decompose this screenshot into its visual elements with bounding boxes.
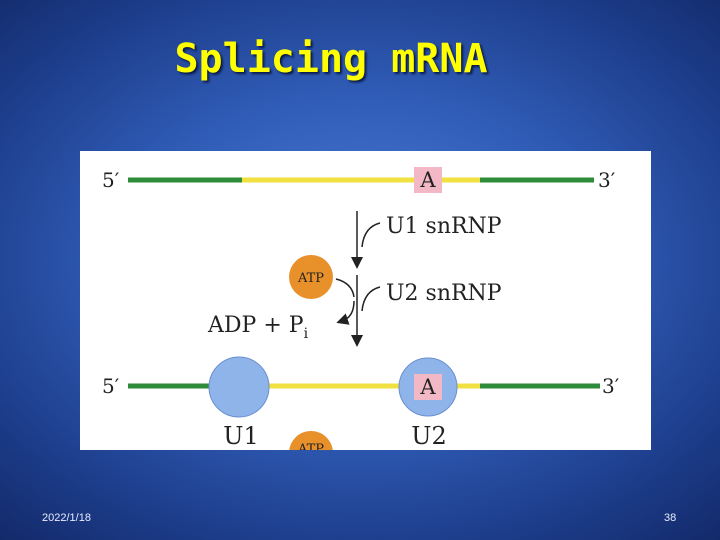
u2-snrnp-label: U2 snRNP [386, 281, 502, 306]
u1-snrnp-circle [208, 356, 270, 418]
slide-page-number: 38 [664, 512, 677, 524]
top-strand: A 5′ 3′ [102, 167, 616, 193]
atp-partial-label: ATP [297, 442, 324, 450]
bottom-strand: A 5′ 3′ U1 U2 ATP [102, 356, 620, 450]
adp-pi-label: ADP + Pi [207, 313, 309, 342]
bottom-three-prime: 3′ [602, 374, 620, 398]
top-five-prime: 5′ [102, 168, 120, 192]
atp-in-curve [335, 278, 355, 298]
bottom-five-prime: 5′ [102, 374, 120, 398]
u1-snrnp-label: U1 snRNP [386, 214, 502, 239]
bottom-branch-site-a: A [419, 375, 436, 399]
u1-binding-curve [361, 222, 381, 248]
pi-subscript: i [304, 326, 309, 342]
top-branch-box [414, 167, 442, 193]
bottom-branch-box [414, 374, 442, 400]
step-u1: U1 snRNP [351, 211, 502, 269]
splicing-diagram: A 5′ 3′ U1 snRNP ATP U2 snRNP ADP + Pi [80, 151, 651, 450]
adp-out-curve [336, 300, 355, 325]
slide-title: Splicing mRNA [174, 36, 488, 82]
splicing-diagram-svg: A 5′ 3′ U1 snRNP ATP U2 snRNP ADP + Pi [102, 167, 620, 450]
adp-pi-text: ADP + P [207, 313, 304, 338]
slide-date: 2022/1/18 [42, 512, 91, 524]
top-three-prime: 3′ [598, 168, 616, 192]
u2-label: U2 [411, 422, 447, 450]
u1-label: U1 [223, 422, 259, 450]
atp-label: ATP [297, 271, 324, 286]
atp-circle-partial [289, 431, 333, 450]
atp-circle [289, 255, 333, 299]
top-branch-site-a: A [419, 168, 436, 192]
u2-binding-curve [361, 286, 381, 312]
step-u2: ATP U2 snRNP ADP + Pi [207, 255, 502, 347]
